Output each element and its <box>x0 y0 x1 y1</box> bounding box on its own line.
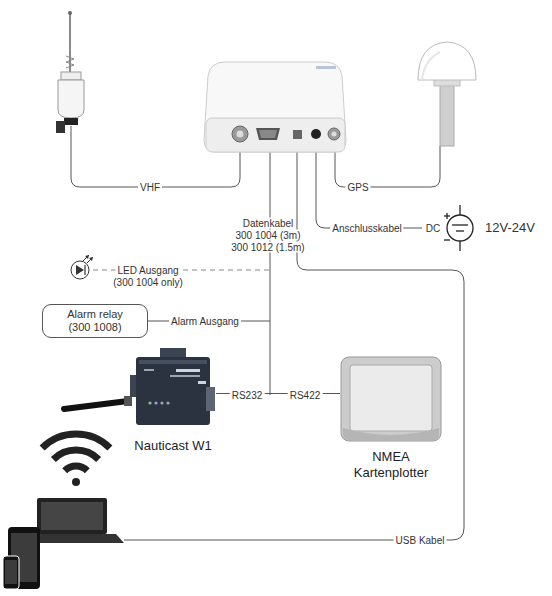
led-symbol <box>71 255 93 279</box>
cable-label: Anschlusskabel <box>330 223 403 234</box>
wifi-antenna <box>64 396 132 409</box>
wifi-symbol <box>42 434 110 486</box>
cable-label: 300 1012 (1.5m) <box>229 242 306 253</box>
cable-label: Datenkabel <box>241 218 296 229</box>
wifi-server-device-shape <box>130 345 216 431</box>
chart-plotter-shape <box>340 356 442 442</box>
ais-transponder <box>204 62 346 152</box>
chart-plotter: NMEA Kartenplotter <box>340 356 442 442</box>
cable-label: RS422 <box>288 390 323 401</box>
device-caption: Nauticast W1 <box>113 438 233 454</box>
data-cable <box>270 141 271 395</box>
vhf-antenna <box>56 11 84 133</box>
alarm-relay-box: Alarm relay (300 1008) <box>42 304 148 338</box>
gps-antenna <box>418 42 476 146</box>
cable-label: 12V-24V <box>483 221 537 235</box>
wifi-server-device: Nauticast W1 <box>130 345 216 431</box>
cable-label: RS232 <box>230 390 265 401</box>
dc-source-symbol <box>444 205 473 251</box>
cable-label: Alarm Ausgang <box>169 316 241 327</box>
device-caption: NMEA Kartenplotter <box>345 449 437 480</box>
gps-cable <box>335 141 440 187</box>
box-label: Alarm relay (300 1008) <box>59 308 131 333</box>
cable-label: LED Ausgang <box>115 265 180 276</box>
cable-label: 300 1004 (3m) <box>233 230 302 241</box>
cable-label: DC <box>424 223 442 234</box>
cable-label: (300 1004 only) <box>111 277 185 288</box>
cable-label: VHF <box>138 182 162 193</box>
cable-label: USB Kabel <box>394 535 447 546</box>
computer-devices <box>3 498 124 589</box>
usb-cable <box>124 140 464 540</box>
cable-label: GPS <box>345 182 370 193</box>
